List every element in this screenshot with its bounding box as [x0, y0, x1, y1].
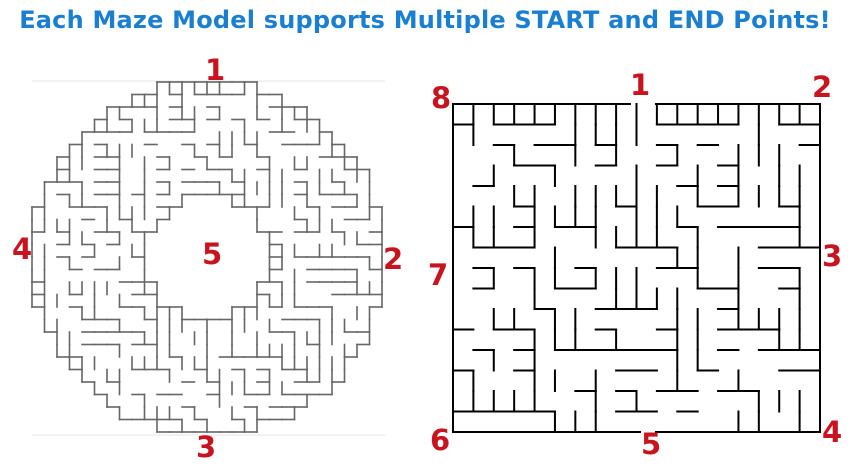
circle-label-3: 3 — [196, 430, 217, 464]
square-label-3: 3 — [822, 239, 843, 273]
circle-label-2: 2 — [383, 242, 404, 276]
square-label-4: 4 — [822, 415, 843, 449]
square-label-7: 7 — [428, 258, 449, 292]
square-maze-walls — [452, 103, 821, 433]
square-label-8: 8 — [431, 81, 452, 115]
page-title: Each Maze Model supports Multiple START … — [19, 6, 831, 34]
circle-label-1: 1 — [205, 53, 226, 87]
square-label-5: 5 — [641, 427, 662, 461]
square-label-2: 2 — [812, 70, 833, 104]
circle-maze-walls — [31, 81, 383, 433]
square-label-1: 1 — [630, 68, 651, 102]
circle-label-4: 4 — [12, 232, 33, 266]
square-label-6: 6 — [430, 423, 451, 457]
circle-label-5: 5 — [202, 237, 223, 271]
